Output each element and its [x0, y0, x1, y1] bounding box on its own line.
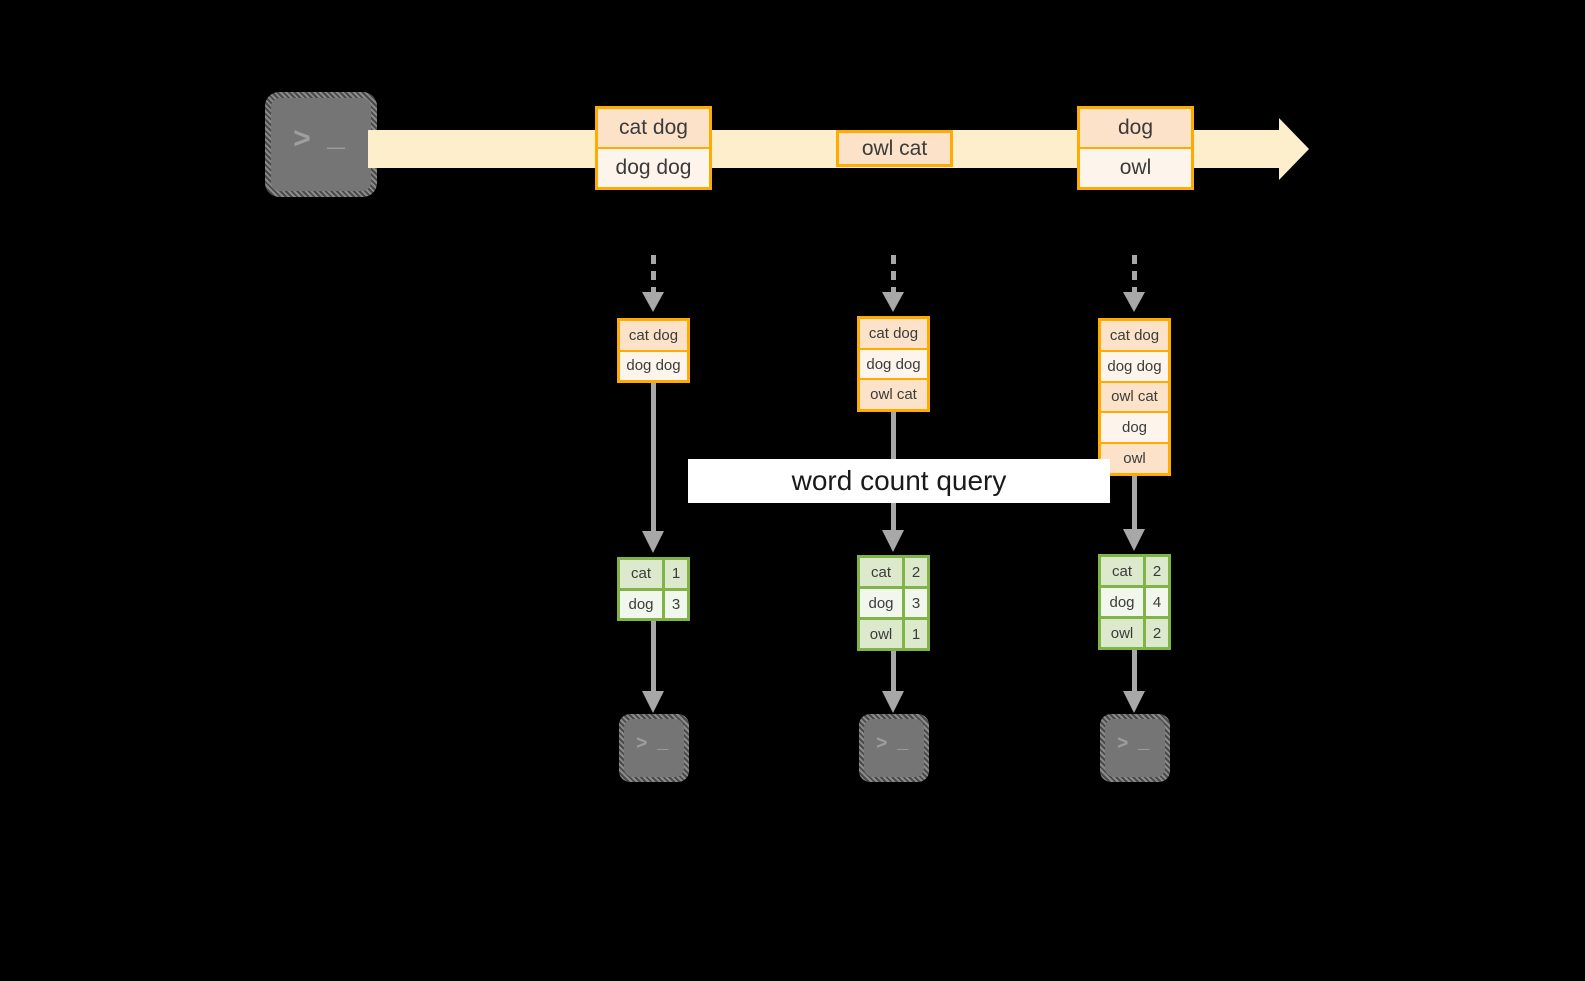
sink-terminal-body: > _: [864, 719, 924, 777]
sink-terminal-body: > _: [1105, 719, 1165, 777]
terminal-prompt-glyph: >: [636, 733, 648, 755]
word-count-result-table: cat 2 dog 3 owl 1: [857, 555, 930, 651]
query-flow-arrow-head: [642, 531, 664, 553]
result-count: 3: [902, 589, 927, 617]
accumulated-line: cat dog: [1101, 321, 1168, 352]
sink-terminal-body: > _: [624, 719, 684, 777]
query-flow-line: [651, 383, 656, 533]
result-word: dog: [620, 590, 662, 618]
result-count: 1: [902, 620, 927, 648]
sink-flow-line: [651, 621, 656, 693]
query-flow-arrow-head: [882, 530, 904, 552]
result-count: 2: [902, 558, 927, 586]
source-terminal-icon: > _: [265, 92, 377, 197]
terminal-prompt-glyph: >: [876, 733, 888, 755]
result-word: cat: [1101, 557, 1143, 585]
terminal-prompt-glyph: >: [1117, 733, 1129, 755]
result-count: 4: [1143, 588, 1168, 616]
accumulated-line: dog dog: [1101, 351, 1168, 383]
result-word: owl: [1101, 619, 1143, 647]
stream-event-line: owl: [1080, 149, 1191, 187]
result-row: dog 3: [860, 589, 927, 620]
sink-terminal-icon: > _: [619, 714, 689, 782]
word-count-result-table: cat 2 dog 4 owl 2: [1098, 554, 1171, 650]
result-count: 1: [662, 560, 687, 588]
result-count: 2: [1143, 557, 1168, 585]
snapshot-tap-line: [891, 255, 896, 295]
stream-event-line: dog dog: [598, 149, 709, 187]
result-word: dog: [1101, 588, 1143, 616]
accumulated-line: dog dog: [620, 351, 687, 380]
sink-flow-line: [891, 651, 896, 693]
accumulated-line: dog dog: [860, 349, 927, 381]
result-row: dog 3: [620, 590, 687, 618]
result-row: cat 1: [620, 560, 687, 591]
result-row: cat 2: [860, 558, 927, 589]
result-word: owl: [860, 620, 902, 648]
terminal-prompt-glyph: >: [293, 124, 312, 158]
result-row: owl 1: [860, 620, 927, 648]
sink-flow-line: [1132, 650, 1137, 693]
sink-terminal-icon: > _: [859, 714, 929, 782]
snapshot-tap-arrow-head: [642, 292, 664, 312]
stream-event-line: dog: [1080, 109, 1191, 149]
result-count: 2: [1143, 619, 1168, 647]
stream-event-line: owl cat: [839, 133, 950, 164]
result-count: 3: [662, 590, 687, 618]
sink-flow-arrow-head: [642, 691, 664, 713]
stream-event-box: owl cat: [836, 130, 953, 167]
snapshot-accumulated-box: cat dog dog dog owl cat: [857, 316, 930, 412]
snapshot-tap-line: [1132, 255, 1137, 295]
terminal-cursor-glyph: _: [1138, 732, 1150, 754]
stream-arrow-head: [1279, 118, 1312, 180]
sink-terminal-icon: > _: [1100, 714, 1170, 782]
result-row: owl 2: [1101, 619, 1168, 647]
snapshot-accumulated-box: cat dog dog dog owl cat dog owl: [1098, 318, 1171, 476]
result-row: cat 2: [1101, 557, 1168, 588]
result-row: dog 4: [1101, 588, 1168, 619]
query-flow-arrow-head: [1123, 529, 1145, 551]
result-word: cat: [620, 560, 662, 588]
terminal-cursor-glyph: _: [657, 732, 669, 754]
sink-flow-arrow-head: [1123, 691, 1145, 713]
result-word: dog: [860, 589, 902, 617]
accumulated-line: dog: [1101, 413, 1168, 445]
result-word: cat: [860, 558, 902, 586]
snapshot-tap-line: [651, 255, 656, 295]
snapshot-tap-arrow-head: [1123, 292, 1145, 312]
accumulated-line: owl cat: [860, 380, 927, 410]
snapshot-accumulated-box: cat dog dog dog: [617, 318, 690, 383]
query-flow-line: [1132, 476, 1137, 532]
word-count-result-table: cat 1 dog 3: [617, 557, 690, 621]
terminal-cursor-glyph: _: [327, 122, 346, 156]
accumulated-line: cat dog: [620, 321, 687, 352]
stream-event-box: cat dog dog dog: [595, 106, 712, 190]
sink-flow-arrow-head: [882, 691, 904, 713]
stream-event-box: dog owl: [1077, 106, 1194, 190]
stream-event-line: cat dog: [598, 109, 709, 149]
query-label: word count query: [688, 459, 1110, 503]
terminal-cursor-glyph: _: [897, 732, 909, 754]
source-terminal-body: > _: [271, 98, 371, 191]
accumulated-line: owl: [1101, 444, 1168, 473]
accumulated-line: cat dog: [860, 319, 927, 350]
snapshot-tap-arrow-head: [882, 292, 904, 312]
accumulated-line: owl cat: [1101, 382, 1168, 414]
